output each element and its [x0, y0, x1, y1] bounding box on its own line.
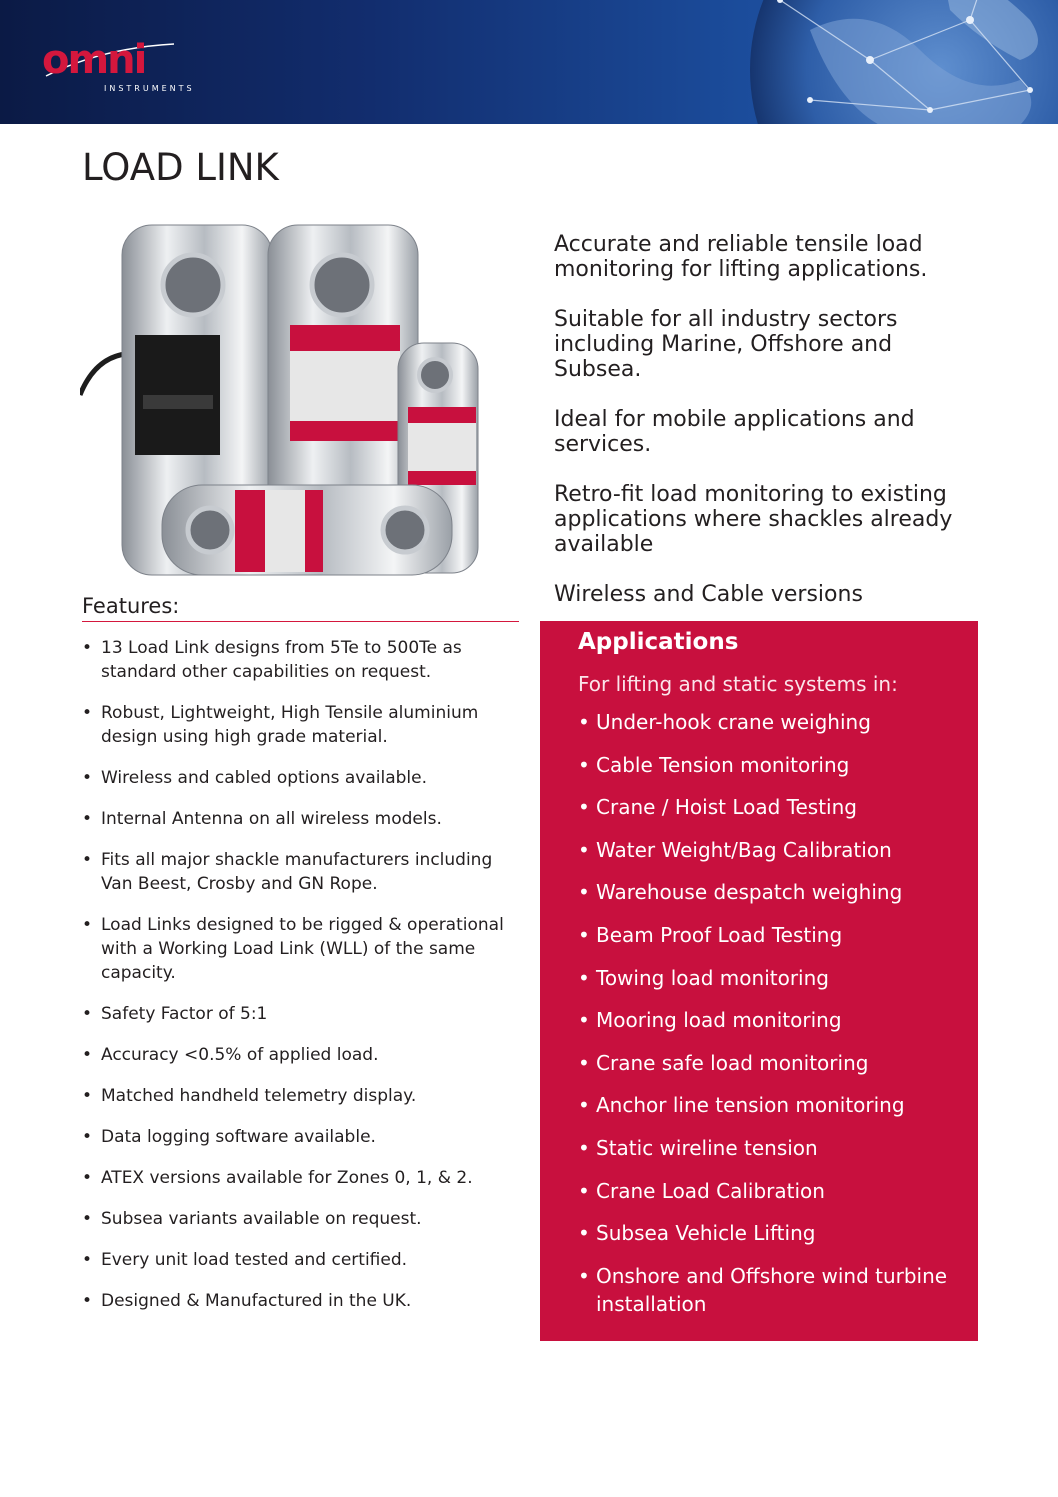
applications-list: •Under-hook crane weighing •Cable Tensio… — [578, 708, 978, 1318]
application-item: •Crane Load Calibration — [578, 1178, 825, 1203]
application-label: Under-hook crane weighing — [596, 710, 871, 734]
omni-logo: omni INSTRUMENTS — [42, 38, 202, 98]
features-divider — [82, 621, 519, 622]
logo-swoosh-icon — [45, 43, 175, 77]
application-item: •Warehouse despatch weighing — [578, 880, 903, 905]
application-label: Cable Tension monitoring — [596, 752, 850, 777]
feature-item: Accuracy <0.5% of applied load. — [82, 1043, 522, 1067]
feature-item: Safety Factor of 5:1 — [82, 1002, 522, 1026]
application-item: •Crane safe load monitoring — [578, 1050, 869, 1075]
applications-heading: Applications — [578, 629, 739, 655]
application-label: Onshore and Offshore wind turbine instal… — [596, 1263, 948, 1316]
intro-paragraph: Accurate and reliable tensile load monit… — [554, 232, 928, 282]
features-heading: Features: — [82, 594, 180, 618]
feature-item: ATEX versions available for Zones 0, 1, … — [82, 1166, 522, 1190]
feature-item: 13 Load Link designs from 5Te to 500Te a… — [82, 636, 522, 684]
applications-lead: For lifting and static systems in: — [578, 672, 898, 696]
feature-item: Every unit load tested and certified. — [82, 1248, 522, 1272]
application-label: Crane Load Calibration — [596, 1178, 825, 1203]
applications-panel: Applications For lifting and static syst… — [540, 621, 978, 1341]
logo-wordmark: omni — [42, 37, 147, 83]
application-label: Beam Proof Load Testing — [596, 922, 843, 947]
application-label: Water Weight/Bag Calibration — [596, 837, 892, 862]
application-item: •Under-hook crane weighing — [578, 710, 871, 734]
application-label: Warehouse despatch weighing — [596, 880, 903, 905]
feature-item: Matched handheld telemetry display. — [82, 1084, 522, 1108]
intro-paragraph: Suitable for all industry sectors includ… — [554, 307, 898, 382]
feature-item: Subsea variants available on request. — [82, 1207, 522, 1231]
feature-item: Robust, Lightweight, High Tensile alumin… — [82, 701, 522, 749]
application-item: •Crane / Hoist Load Testing — [578, 795, 857, 820]
intro-paragraph: Wireless and Cable versions — [554, 582, 863, 607]
application-item: •Water Weight/Bag Calibration — [578, 837, 892, 862]
application-label: Mooring load monitoring — [596, 1008, 842, 1033]
application-item: •Onshore and Offshore wind turbine insta… — [578, 1263, 948, 1316]
application-item: •Static wireline tension — [578, 1135, 818, 1160]
application-label: Towing load monitoring — [596, 965, 829, 990]
feature-item: Data logging software available. — [82, 1125, 522, 1149]
feature-item: Load Links designed to be rigged & opera… — [82, 913, 522, 985]
intro-text: Accurate and reliable tensile load monit… — [554, 232, 984, 632]
application-item: •Subsea Vehicle Lifting — [578, 1221, 816, 1246]
feature-item: Fits all major shackle manufacturers inc… — [82, 848, 522, 896]
application-item: •Towing load monitoring — [578, 965, 829, 990]
page-title: LOAD LINK — [82, 146, 279, 189]
feature-item: Internal Antenna on all wireless models. — [82, 807, 522, 831]
globe-graphic — [750, 0, 1058, 124]
application-item: •Anchor line tension monitoring — [578, 1093, 905, 1118]
application-item: •Beam Proof Load Testing — [578, 922, 843, 947]
application-item: •Cable Tension monitoring — [578, 752, 850, 777]
intro-paragraph: Ideal for mobile applications and servic… — [554, 407, 915, 457]
application-label: Subsea Vehicle Lifting — [596, 1221, 816, 1246]
feature-item: Wireless and cabled options available. — [82, 766, 522, 790]
load-link-product-image — [80, 224, 479, 576]
application-label: Crane / Hoist Load Testing — [596, 795, 857, 820]
intro-paragraph: Retro-fit load monitoring to existing ap… — [554, 482, 953, 557]
application-label: Anchor line tension monitoring — [596, 1093, 905, 1118]
feature-item: Designed & Manufactured in the UK. — [82, 1289, 522, 1313]
application-item: •Mooring load monitoring — [578, 1008, 842, 1033]
application-label: Static wireline tension — [596, 1135, 818, 1160]
header-banner: omni INSTRUMENTS — [0, 0, 1058, 124]
logo-tagline: INSTRUMENTS — [104, 84, 195, 93]
application-label: Crane safe load monitoring — [596, 1050, 869, 1075]
features-list: 13 Load Link designs from 5Te to 500Te a… — [82, 636, 522, 1330]
